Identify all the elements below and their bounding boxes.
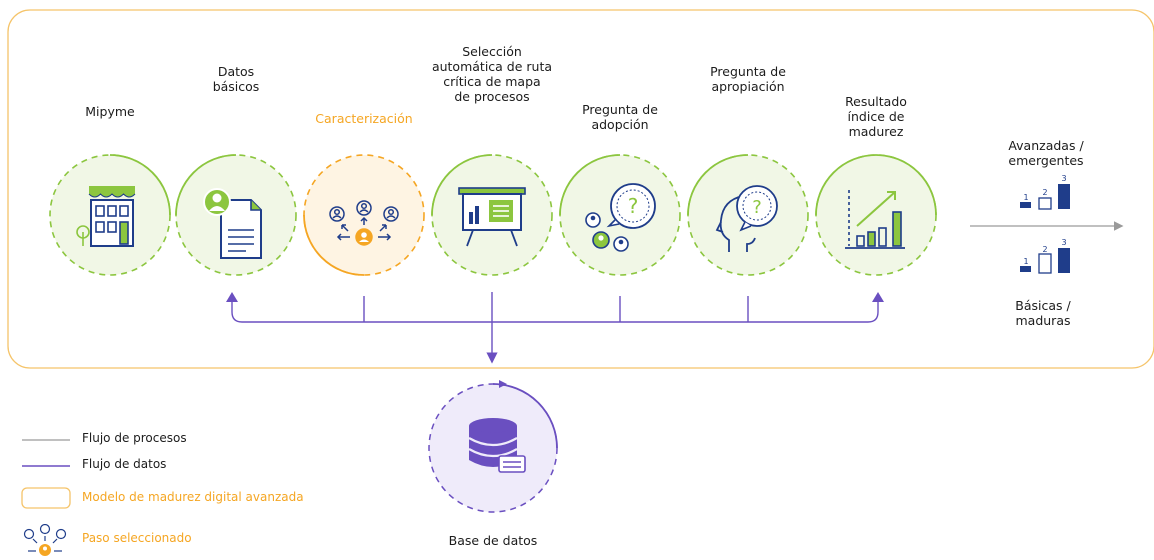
- step-circle-2[interactable]: [171, 150, 301, 280]
- step-circle-5[interactable]: ?: [555, 150, 685, 280]
- step-label-3: Caracterización: [315, 111, 413, 126]
- step-label-4: Selección automática de ruta crítica de …: [431, 44, 553, 104]
- step-label-1: Mipyme: [85, 104, 135, 119]
- legend-process-flow: Flujo de procesos: [82, 431, 187, 445]
- svg-text:?: ?: [752, 197, 762, 218]
- legend-selected-step: Paso seleccionado: [82, 531, 192, 545]
- presentation-board-icon: [458, 187, 526, 247]
- step-label-5: Pregunta de adopción: [582, 102, 658, 132]
- legend-model-swatch: [21, 487, 71, 509]
- step-label-2: Datos básicos: [212, 64, 260, 94]
- storefront-icon: [76, 186, 136, 247]
- database-label: Base de datos: [448, 533, 538, 548]
- database-circle[interactable]: [425, 380, 561, 516]
- step-circle-1[interactable]: [45, 150, 175, 280]
- document-user-icon: [203, 188, 262, 259]
- step-circle-7[interactable]: [811, 150, 941, 280]
- step-label-6: Pregunta de apropiación: [710, 64, 786, 94]
- legend-selected-step-icon: [23, 524, 67, 556]
- question-group-icon: ?: [585, 183, 656, 252]
- step-circle-6[interactable]: ?: [683, 150, 813, 280]
- step-circle-4[interactable]: [427, 150, 557, 280]
- head-question-icon: ?: [715, 185, 778, 252]
- rank-1-label: 1: [1023, 193, 1028, 202]
- step-circle-3-selected[interactable]: [299, 150, 429, 280]
- svg-text:?: ?: [628, 194, 639, 218]
- data-flow-arrowhead-left: [226, 292, 238, 302]
- people-network-icon: [329, 200, 399, 246]
- database-icon: [468, 418, 526, 473]
- rank-2-label: 2: [1042, 188, 1047, 197]
- data-flow-arrowhead-right: [872, 292, 884, 302]
- ranking-podium-top-icon: 1 2 3: [1020, 174, 1070, 210]
- rank-2-label: 2: [1042, 245, 1047, 254]
- step-label-7: Resultado índice de madurez: [845, 94, 907, 139]
- ranking-podium-bottom-icon: 1 2 3: [1020, 238, 1070, 274]
- rank-3-label: 3: [1061, 238, 1066, 247]
- growth-chart-icon: [845, 190, 905, 249]
- rank-3-label: 3: [1061, 174, 1066, 183]
- data-flow-connector: [231, 292, 879, 364]
- rank-1-label: 1: [1023, 257, 1028, 266]
- legend-model: Modelo de madurez digital avanzada: [82, 490, 304, 504]
- outcome-bottom-label: Básicas / maduras: [1015, 298, 1071, 328]
- outcome-top-label: Avanzadas / emergentes: [1008, 138, 1084, 168]
- legend-data-flow: Flujo de datos: [82, 457, 167, 471]
- maturity-model-frame: [7, 9, 1154, 369]
